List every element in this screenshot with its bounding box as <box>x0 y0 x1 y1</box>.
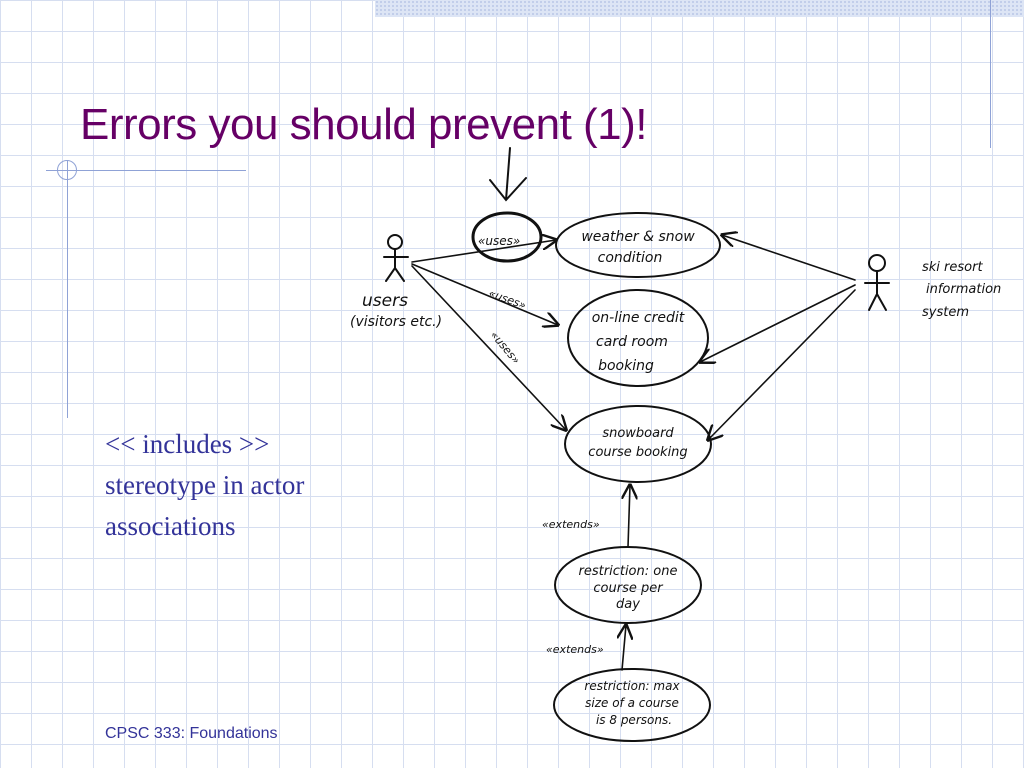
use-case-text: course per <box>593 581 664 596</box>
title-underline-rule <box>46 170 246 171</box>
use-case-text: restriction: max <box>584 679 680 693</box>
left-actor-label: (visitors etc.) <box>350 314 442 330</box>
slide-footer: CPSC 333: Foundations <box>105 725 278 742</box>
use-case-text: card room <box>596 334 668 350</box>
stereotype-label: «uses» <box>487 287 528 313</box>
association-line <box>411 263 558 325</box>
use-case-text: weather & snow <box>581 229 695 245</box>
association-line <box>411 265 566 430</box>
use-case-text: condition <box>598 250 663 266</box>
extends-line <box>628 485 630 548</box>
caption-line: stereotype in actor <box>105 470 305 500</box>
use-case-text: course booking <box>588 445 687 460</box>
left-actor-figure <box>383 234 409 282</box>
left-actor-label: users <box>362 291 408 311</box>
use-case-ellipse <box>555 212 721 278</box>
caption-line: associations <box>105 511 236 541</box>
use-case-text: day <box>616 597 640 612</box>
use-case-text: on-line credit <box>592 310 685 326</box>
top-decorative-band <box>375 0 1024 17</box>
slide-title: Errors you should prevent (1)! <box>80 100 648 149</box>
extends-line <box>622 625 626 671</box>
association-line <box>722 235 856 281</box>
right-decorative-rule <box>990 0 991 148</box>
right-actor-label: ski resort <box>922 260 983 275</box>
association-line <box>708 289 856 440</box>
right-actor-label: system <box>922 305 969 320</box>
stereotype-label: «uses» <box>478 234 520 248</box>
use-case-text: is 8 persons. <box>596 713 672 727</box>
use-case-text: size of a course <box>585 696 679 710</box>
use-case-text: snowboard <box>602 426 674 441</box>
use-case-text: booking <box>598 358 654 374</box>
right-actor-figure <box>864 254 890 311</box>
stereotype-label: «extends» <box>546 643 604 656</box>
use-case-ellipse <box>564 405 712 483</box>
association-line <box>411 240 556 263</box>
right-actor-label: information <box>926 282 1001 297</box>
stereotype-label: «uses» <box>488 329 523 367</box>
use-case-text: restriction: one <box>579 564 678 579</box>
left-decorative-rule <box>67 160 68 418</box>
pointer-arrow <box>489 147 527 202</box>
slide-caption: << includes >> stereotype in actor assoc… <box>105 424 365 547</box>
stereotype-label: «extends» <box>542 518 600 531</box>
association-line <box>700 284 856 362</box>
crosshair-ornament <box>57 160 77 180</box>
use-case-ellipse <box>553 668 711 742</box>
use-case-diagram: users (visitors etc.) ski resort informa… <box>350 147 1001 742</box>
caption-line: << includes >> <box>105 429 270 459</box>
use-case-ellipse <box>567 289 709 387</box>
